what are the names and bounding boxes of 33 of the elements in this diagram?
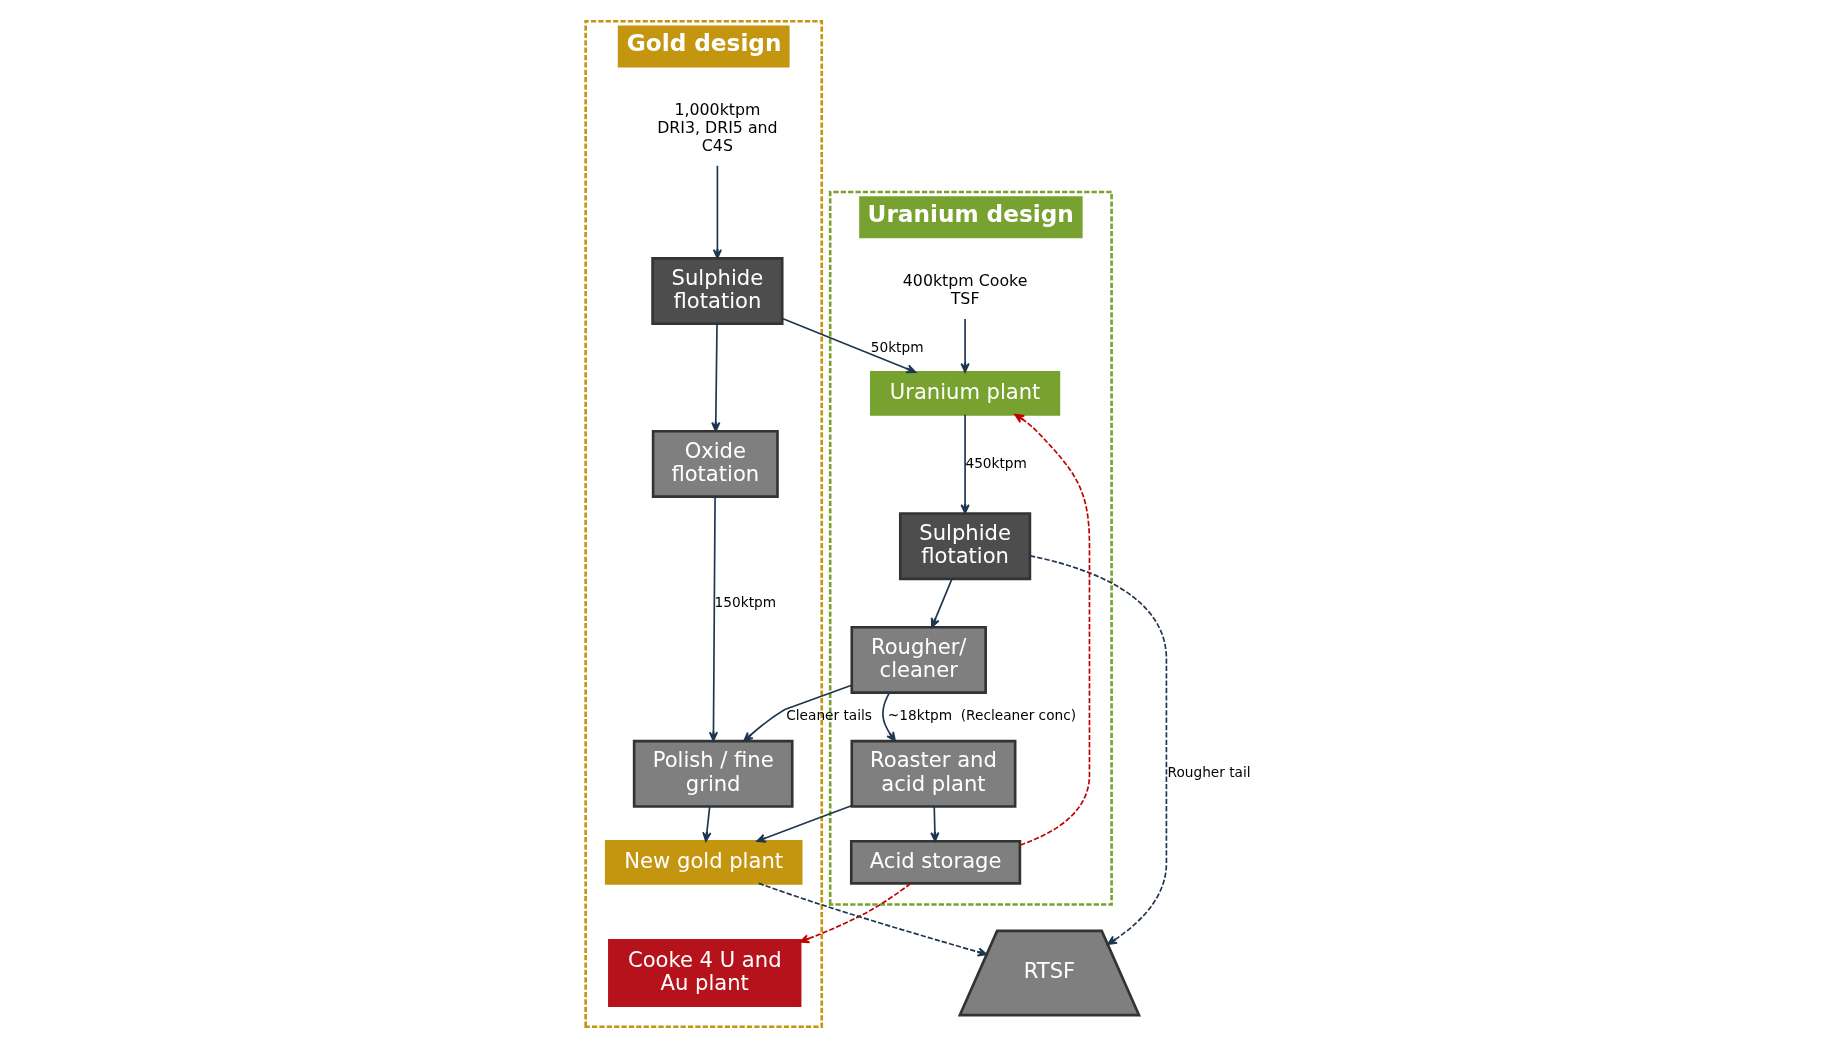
node-box: Polish / fine grind xyxy=(632,739,794,808)
arrow xyxy=(781,317,917,374)
arrow xyxy=(1029,555,1168,946)
arrow xyxy=(799,882,912,944)
arrow xyxy=(756,804,853,843)
edge-label: 50ktpm xyxy=(870,338,924,355)
arrow xyxy=(960,413,970,515)
arrow xyxy=(708,495,719,742)
node-box: New gold plant xyxy=(604,839,803,885)
node-box: Rougher/ cleaner xyxy=(850,625,987,694)
arrow xyxy=(712,164,723,260)
node-box: Roaster and acid plant xyxy=(850,739,1017,808)
arrow xyxy=(930,578,953,628)
arrow xyxy=(758,882,988,957)
edge-label: 450ktpm xyxy=(965,454,1027,471)
node-box: Sulphide flotation xyxy=(898,512,1032,581)
arrow xyxy=(1014,413,1091,846)
arrow xyxy=(702,805,712,842)
node-box: Uranium plant xyxy=(869,370,1061,416)
node-box: Acid storage xyxy=(849,839,1022,885)
arrow xyxy=(960,318,970,373)
arrow xyxy=(882,692,896,742)
edge-label: ~18ktpm (Recleaner conc) xyxy=(887,707,1077,724)
edge-label: 150ktpm xyxy=(714,593,777,610)
arrow xyxy=(930,805,940,842)
arrow xyxy=(743,684,853,742)
node-text: 1,000ktpm DRI3, DRI5 and C4S xyxy=(657,100,778,155)
node-box: Sulphide flotation xyxy=(651,257,784,326)
arrow xyxy=(711,323,721,432)
node-text: 400ktpm Cooke TSF xyxy=(902,270,1028,308)
edge-label: Rougher tail xyxy=(1167,764,1251,781)
node-box: Oxide flotation xyxy=(651,429,779,498)
node-box: Cooke 4 U and Au plant xyxy=(608,939,802,1007)
